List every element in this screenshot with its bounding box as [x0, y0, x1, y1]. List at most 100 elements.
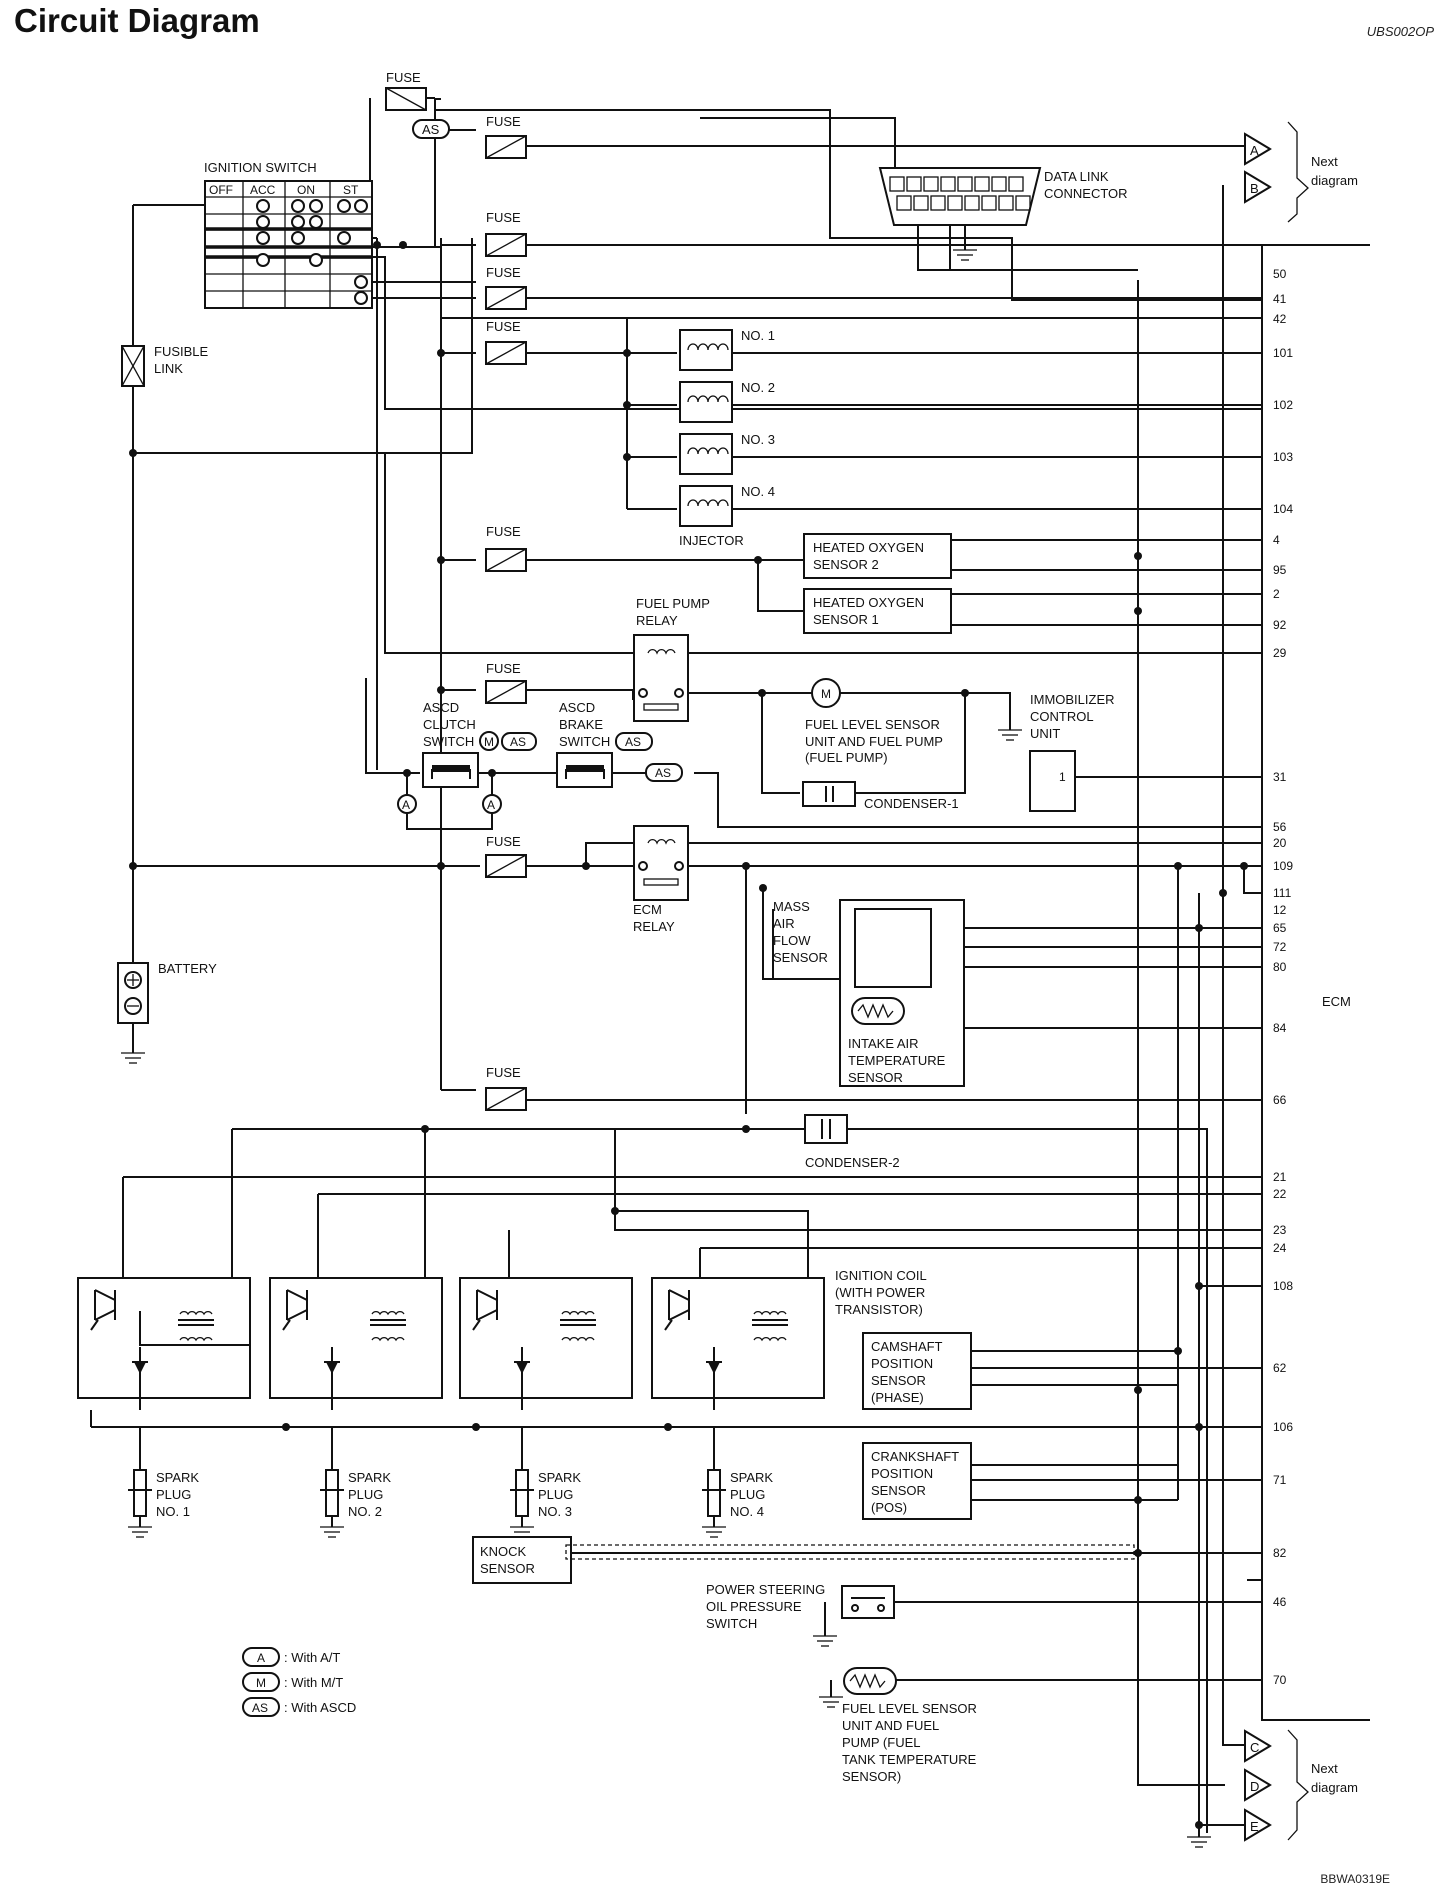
svg-text:A: A — [487, 798, 495, 812]
figure-code: BBWA0319E — [1320, 1872, 1390, 1886]
svg-text:NO. 1: NO. 1 — [156, 1504, 190, 1519]
fuse-7-label: FUSE — [486, 834, 521, 849]
ecm-pin: 46 — [1273, 1595, 1287, 1609]
page-title: Circuit Diagram — [14, 2, 260, 39]
injector-3: NO. 3 — [679, 432, 775, 475]
ignition-switch: IGNITION SWITCH OFF ACC ON ST — [204, 160, 373, 309]
connector-b: B — [1244, 170, 1272, 204]
fuse-5: FUSE — [485, 524, 527, 572]
ecm-label: ECM — [1322, 994, 1351, 1009]
svg-text:SPARK: SPARK — [538, 1470, 581, 1485]
fuel-tank-temperature-sensor: FUEL LEVEL SENSOR UNIT AND FUEL PUMP (FU… — [819, 1667, 977, 1784]
injector-2-label: NO. 2 — [741, 380, 775, 395]
next-diagram-bottom-1: Next — [1311, 1761, 1338, 1776]
svg-text:SPARK: SPARK — [156, 1470, 199, 1485]
condenser-1-label: CONDENSER-1 — [864, 796, 959, 811]
ecm-pin: 20 — [1273, 836, 1287, 850]
svg-text:PLUG: PLUG — [156, 1487, 191, 1502]
svg-text:(POS): (POS) — [871, 1500, 907, 1515]
svg-text:: With M/T: : With M/T — [284, 1675, 343, 1690]
connector-b-label: B — [1250, 181, 1259, 196]
svg-text:AS: AS — [625, 735, 641, 749]
ecm-pin: 21 — [1273, 1170, 1287, 1184]
ignition-switch-label: IGNITION SWITCH — [204, 160, 317, 175]
injector-label: INJECTOR — [679, 533, 744, 548]
ground-battery — [121, 1052, 145, 1064]
fusible-link-label-2: LINK — [154, 361, 183, 376]
svg-text:(PHASE): (PHASE) — [871, 1390, 924, 1405]
svg-text:POSITION: POSITION — [871, 1466, 933, 1481]
svg-text:POSITION: POSITION — [871, 1356, 933, 1371]
iat-label-3: SENSOR — [848, 1070, 903, 1085]
ecm-pin: 65 — [1273, 921, 1287, 935]
immobilizer-label-3: UNIT — [1030, 726, 1060, 741]
ground-fuel-pump — [998, 729, 1022, 741]
ascd-brake-switch: ASCD BRAKE SWITCH AS — [556, 700, 653, 788]
ecm-pin: 101 — [1273, 346, 1293, 360]
ign-pos-st: ST — [343, 183, 359, 197]
ecm-pin: 29 — [1273, 646, 1287, 660]
ignition-coil-label-2: (WITH POWER — [835, 1285, 925, 1300]
ecm-relay-label-1: ECM — [633, 902, 662, 917]
ground-main — [1187, 1825, 1211, 1848]
fuse-main: FUSE — [385, 70, 427, 111]
ignition-coil-4 — [651, 1277, 825, 1410]
ecm-pin: 50 — [1273, 267, 1287, 281]
legend: A : With A/T M : With M/T AS : With ASCD — [242, 1647, 356, 1717]
ecm-pin: 95 — [1273, 563, 1287, 577]
next-diagram-brace-bottom — [1287, 1729, 1309, 1841]
fuse-4-label: FUSE — [486, 319, 521, 334]
svg-text:C: C — [1250, 1740, 1259, 1755]
fuel-pump-relay-label-2: RELAY — [636, 613, 678, 628]
svg-text:AS: AS — [655, 766, 671, 780]
svg-text:PLUG: PLUG — [348, 1487, 383, 1502]
svg-text:SWITCH: SWITCH — [706, 1616, 757, 1631]
connector-c: C — [1244, 1729, 1272, 1763]
ecm-pin: 108 — [1273, 1279, 1293, 1293]
ign-pos-on: ON — [297, 183, 315, 197]
injector-2: NO. 2 — [679, 380, 775, 423]
ecm-pin: 103 — [1273, 450, 1293, 464]
ecm-relay: ECM RELAY — [633, 825, 689, 934]
ignition-coil-label-1: IGNITION COIL — [835, 1268, 927, 1283]
ecm-pin: 92 — [1273, 618, 1287, 632]
ecm-pin: 106 — [1273, 1420, 1293, 1434]
ign-pos-acc: ACC — [250, 183, 276, 197]
dlc-label-2: CONNECTOR — [1044, 186, 1128, 201]
svg-text:A: A — [402, 798, 410, 812]
fuse-5-label: FUSE — [486, 524, 521, 539]
svg-text:M: M — [484, 735, 494, 749]
connector-d: D — [1244, 1768, 1272, 1802]
immobilizer-control-unit: IMMOBILIZER CONTROL UNIT 1 — [1029, 692, 1115, 812]
svg-text:AS: AS — [510, 735, 526, 749]
ascd-brake-label-1: ASCD — [559, 700, 595, 715]
svg-text:SPARK: SPARK — [348, 1470, 391, 1485]
next-diagram-bottom-2: diagram — [1311, 1780, 1358, 1795]
data-link-connector: DATA LINK CONNECTOR — [878, 167, 1138, 271]
ecm-pin: 82 — [1273, 1546, 1287, 1560]
knock-sensor: KNOCK SENSOR — [472, 1536, 1135, 1584]
fuse-2: FUSE — [485, 210, 527, 257]
power-steering-switch: POWER STEERING OIL PRESSURE SWITCH — [706, 1582, 895, 1647]
ecm: ECM — [1261, 244, 1370, 1721]
svg-text:SENSOR: SENSOR — [871, 1483, 926, 1498]
fuse-3-label: FUSE — [486, 265, 521, 280]
condenser-1: CONDENSER-1 — [802, 781, 959, 811]
spark-plug-3: SPARK PLUG NO. 3 — [510, 1427, 581, 1538]
svg-text:NO. 2: NO. 2 — [348, 1504, 382, 1519]
svg-text:PUMP (FUEL: PUMP (FUEL — [842, 1735, 921, 1750]
maf-label-3: FLOW — [773, 933, 811, 948]
heated-oxygen-sensor-2: HEATED OXYGEN SENSOR 2 — [803, 533, 952, 579]
ecm-pin: 12 — [1273, 903, 1287, 917]
dlc-label-1: DATA LINK — [1044, 169, 1109, 184]
fuse-8-label: FUSE — [486, 1065, 521, 1080]
ascd-badge-text: AS — [422, 122, 440, 137]
maf-label-1: MASS — [773, 899, 810, 914]
fuse-1: FUSE — [485, 114, 527, 159]
fuse-4: FUSE — [485, 319, 527, 365]
wiring — [90, 97, 1262, 1833]
svg-text:SPARK: SPARK — [730, 1470, 773, 1485]
ecm-pin: 2 — [1273, 587, 1280, 601]
svg-text:SENSOR): SENSOR) — [842, 1769, 901, 1784]
svg-text:PLUG: PLUG — [538, 1487, 573, 1502]
